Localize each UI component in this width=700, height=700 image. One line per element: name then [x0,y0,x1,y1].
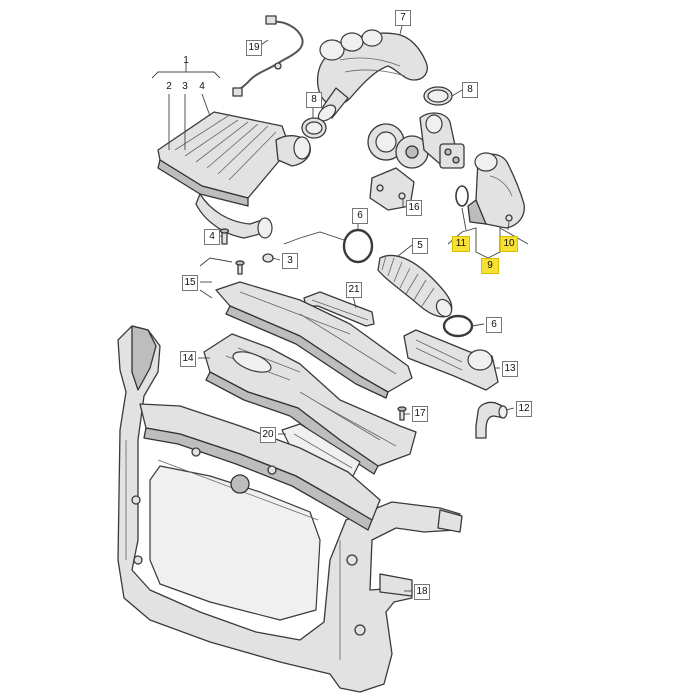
part-4-screw [219,228,230,245]
part-5-corrugated-hose [377,254,453,318]
part-17-bolt [397,406,407,421]
ref-label-10: 10 [500,236,518,252]
ref-label-8-left: 8 [306,92,322,108]
part-10-screw [505,214,513,222]
part-8-clamp-right [423,86,453,106]
part-1-air-filter-housing [157,111,311,239]
ref-label-6-upper: 6 [352,208,368,224]
ref-label-12: 12 [516,401,532,417]
ref-label-19: 19 [246,40,262,56]
part-18-front-frame [117,325,463,693]
part-12-elbow-connector [475,401,508,439]
part-9-charge-air-pipe [467,152,525,229]
ref-label-3: 3 [182,81,188,92]
part-8-clamp-left [301,117,327,139]
ref-label-9: 9 [481,258,499,274]
ref-label-6-lower: 6 [486,317,502,333]
leader-lines [151,25,529,592]
ref-label-4: 4 [199,81,205,92]
part-6-clamp-upper [342,228,374,264]
ref-label-1: 1 [183,55,189,66]
part-15-bolt [235,260,245,275]
part-11-o-ring [455,185,469,207]
ref-label-13: 13 [502,361,518,377]
ref-label-8-right: 8 [462,82,478,98]
ref-label-5: 5 [412,238,428,254]
ref-label-7: 7 [395,10,411,26]
part-7-intake-pipe [316,29,428,122]
part-15-air-duct [215,281,413,399]
ref-label-21: 21 [346,282,362,298]
ref-label-11: 11 [452,236,470,252]
ref-label-17: 17 [412,406,428,422]
ref-label-4-screw: 4 [204,229,220,245]
part-6-clamp-lower [442,314,474,338]
part-13-air-guide-side [403,329,499,391]
part-16-turbocharger [367,112,465,211]
part-3-grommet [262,253,274,263]
ref-label-18: 18 [414,584,430,600]
ref-label-20: 20 [260,427,276,443]
ref-label-3-grommet: 3 [282,253,298,269]
part-19-sensor-wire [232,15,304,97]
ref-label-2: 2 [166,81,172,92]
ref-label-16: 16 [406,200,422,216]
ref-label-14: 14 [180,351,196,367]
ref-label-15: 15 [182,275,198,291]
